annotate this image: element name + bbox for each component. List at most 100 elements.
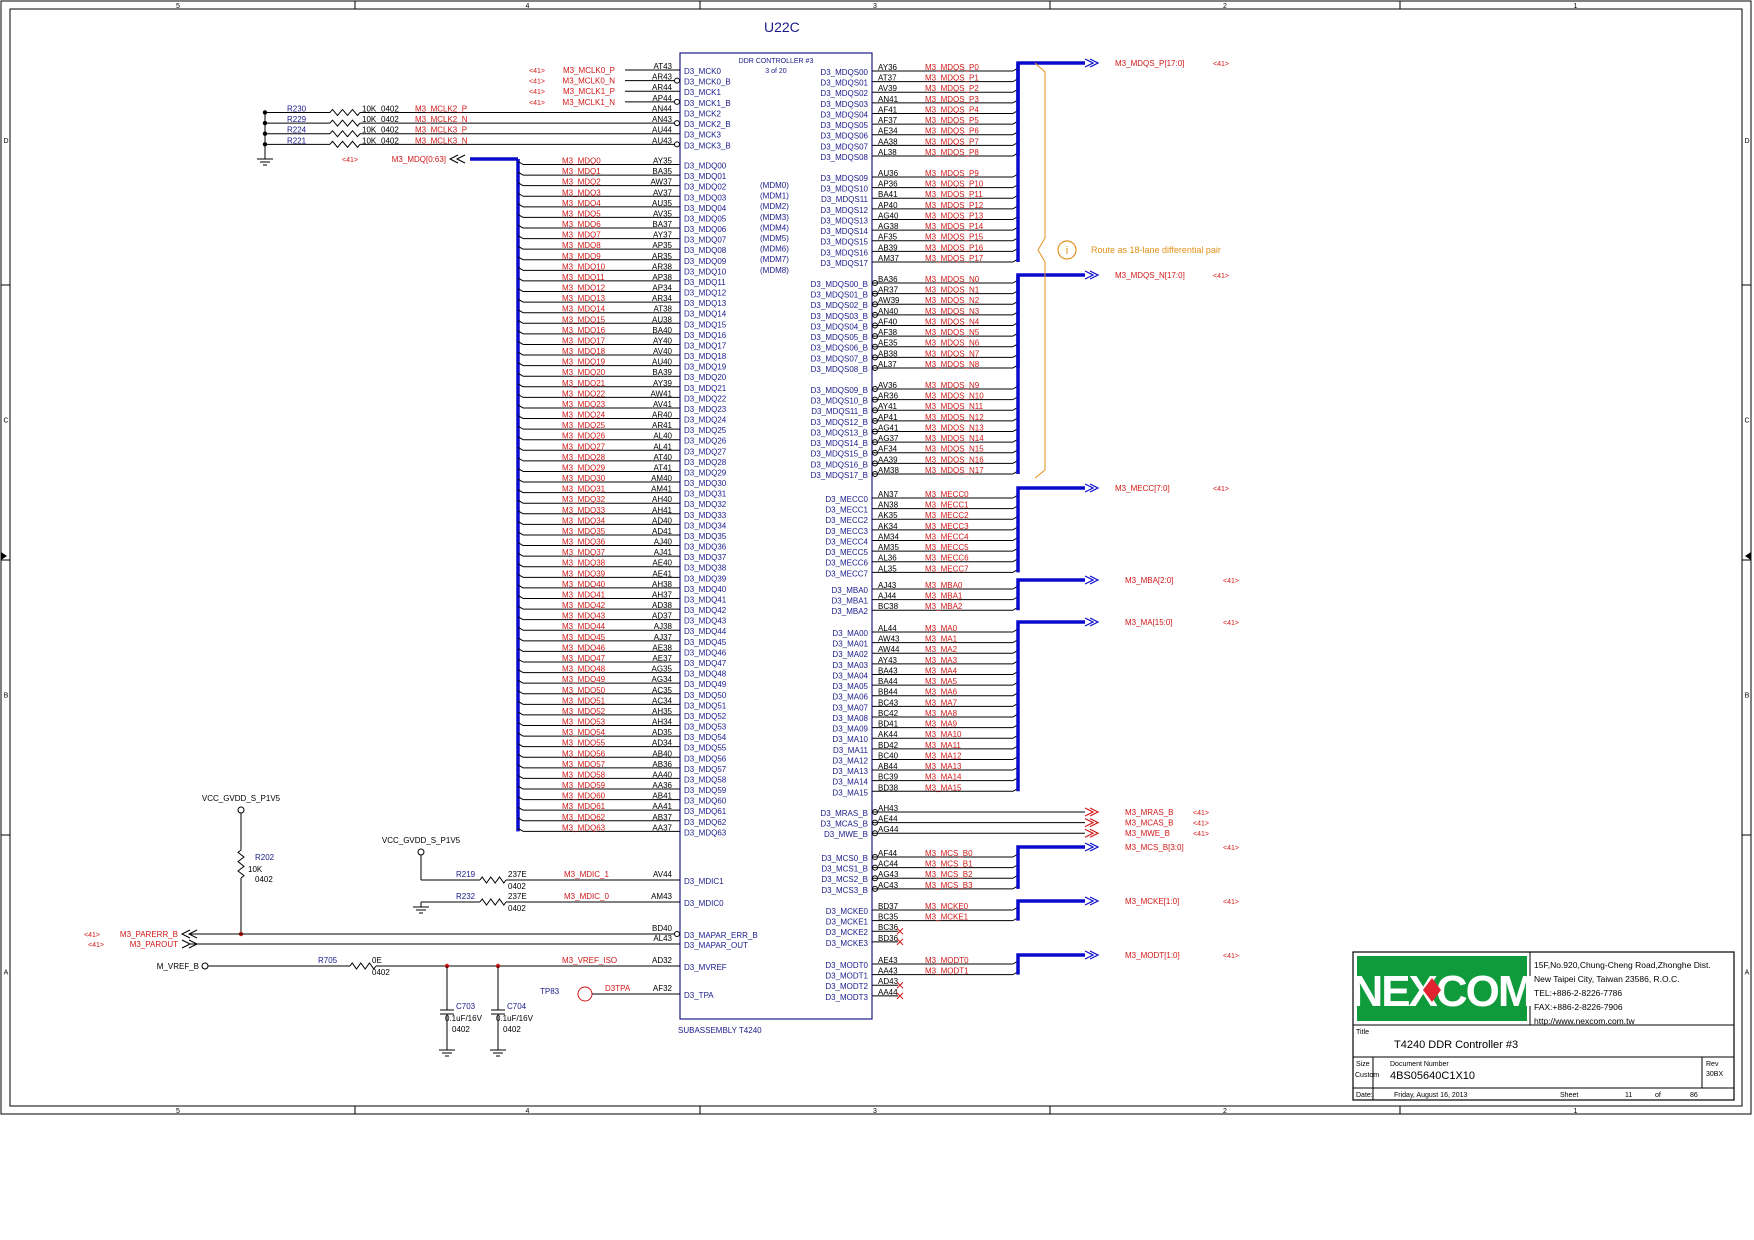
ball-number: AY40 (653, 336, 673, 345)
pin-name: D3_MDQ61 (684, 807, 727, 816)
resistor-symbol (237, 849, 245, 879)
ball-number: AC44 (878, 860, 899, 869)
bus-line (1016, 578, 1085, 611)
net-name: M3_MCS_B2 (925, 870, 973, 879)
pin-name: D3_MCKE1 (826, 918, 869, 927)
wire (517, 457, 524, 462)
pin-name: D3_MDQS12_B (811, 418, 868, 427)
net-name: M3_MDQ61 (562, 802, 606, 811)
ball-number: AU36 (878, 169, 899, 178)
ball-number: BD36 (878, 934, 899, 943)
pin-name: D3_MDQ52 (684, 712, 727, 721)
ball-number: BC35 (878, 913, 899, 922)
capacitor-ref: C703 (456, 1002, 476, 1011)
net-name: M3_MDQ12 (562, 284, 606, 293)
pin-name: D3_MDQ42 (684, 606, 727, 615)
net-name: M3_MDQ58 (562, 770, 606, 779)
wire (517, 235, 524, 240)
pin-name: D3_MDQS03 (820, 100, 868, 109)
pin-name: D3_MDQS14_B (811, 439, 868, 448)
pin-name: D3_MCK0 (684, 67, 721, 76)
net-name: M3_MA9 (925, 720, 958, 729)
ball-number: BA40 (652, 326, 672, 335)
net-name: M3_VREF_ISO (562, 956, 617, 965)
pin-name: D3_MDQ56 (684, 754, 727, 763)
ball-number: AA40 (652, 770, 672, 779)
ball-number: AH43 (878, 804, 899, 813)
sheet-ref: <41> (1213, 486, 1229, 493)
ball-number: AG43 (878, 870, 899, 879)
pin-name: D3_MDQ12 (684, 289, 727, 298)
net-name: M3_MDQ45 (562, 633, 606, 642)
wire (517, 616, 524, 621)
net-name: M3_MDQ44 (562, 622, 606, 631)
info-icon-circle (1057, 240, 1077, 260)
net-name: M3_MDQS_N13 (925, 423, 984, 432)
net-name: M3_MDQS_N12 (925, 413, 984, 422)
bus-line (1016, 61, 1085, 156)
pin-name: D3_MDQS07_B (811, 354, 868, 363)
net-name: M3_MDQ53 (562, 718, 606, 727)
ball-number: AV40 (653, 347, 673, 356)
pin-name: D3_MRAS_B (820, 809, 868, 818)
net-name: M3_MDQS_N5 (925, 328, 980, 337)
ball-number: AR44 (652, 83, 673, 92)
net-name: M3_MDQ55 (562, 739, 606, 748)
pin-name: D3_MDQ43 (684, 617, 727, 626)
sheet-ref: <41> (1223, 845, 1239, 852)
pin-name: D3_MCKE2 (826, 928, 869, 937)
ball-number: AH35 (652, 707, 673, 716)
ball-number: AV37 (653, 188, 673, 197)
resistor-ref: R705 (318, 956, 338, 965)
ball-number: AM41 (651, 485, 672, 494)
ball-number: AV35 (653, 209, 673, 218)
pin-name: D3_MDQ17 (684, 341, 727, 350)
ball-number: AW41 (651, 389, 673, 398)
wire (517, 637, 524, 642)
ball-number: AJ41 (654, 548, 673, 557)
pin-name: D3_MDQ50 (684, 691, 727, 700)
ball-number: AF34 (878, 445, 898, 454)
pin-name: D3_MDQ33 (684, 511, 727, 520)
ball-number: AK35 (878, 511, 898, 520)
pin-name: D3_MDQ13 (684, 299, 727, 308)
of-label: of (1655, 1092, 1661, 1099)
document-number: 4BS05640C1X10 (1390, 1070, 1475, 1082)
ball-number: AT43 (653, 62, 672, 71)
ball-number: BA39 (652, 368, 672, 377)
net-name: M3_MDQ36 (562, 538, 606, 547)
dm-label: (MDM7) (760, 255, 789, 264)
pin-name: D3_MDQ45 (684, 638, 727, 647)
offpage-arrow-icon (181, 939, 192, 949)
resistor-ref: R224 (287, 126, 307, 135)
net-name: M3_MDQ14 (562, 305, 606, 314)
pin-name: D3_MDQS05_B (811, 333, 868, 342)
net-name: M3_MDQ50 (562, 686, 606, 695)
resistor-package: 0402 (255, 875, 273, 884)
pin-name: D3_MDQS00 (820, 68, 868, 77)
zone-row-label: D (3, 138, 8, 145)
bus-arrow-icon (455, 154, 466, 164)
wire (517, 753, 524, 758)
pin-name: D3_MDQ16 (684, 331, 727, 340)
logo-mark-icon (1423, 978, 1441, 1002)
ball-number: AL40 (653, 432, 672, 441)
net-name: M3_MA14 (925, 773, 962, 782)
resistor-package: 0402 (381, 126, 399, 135)
net-name: M3_MA0 (925, 624, 958, 633)
net-name: M3_MDQ26 (562, 432, 606, 441)
ball-number: AR41 (652, 421, 673, 430)
ball-number: BA44 (878, 677, 898, 686)
net-name: M3_MA15 (925, 783, 962, 792)
